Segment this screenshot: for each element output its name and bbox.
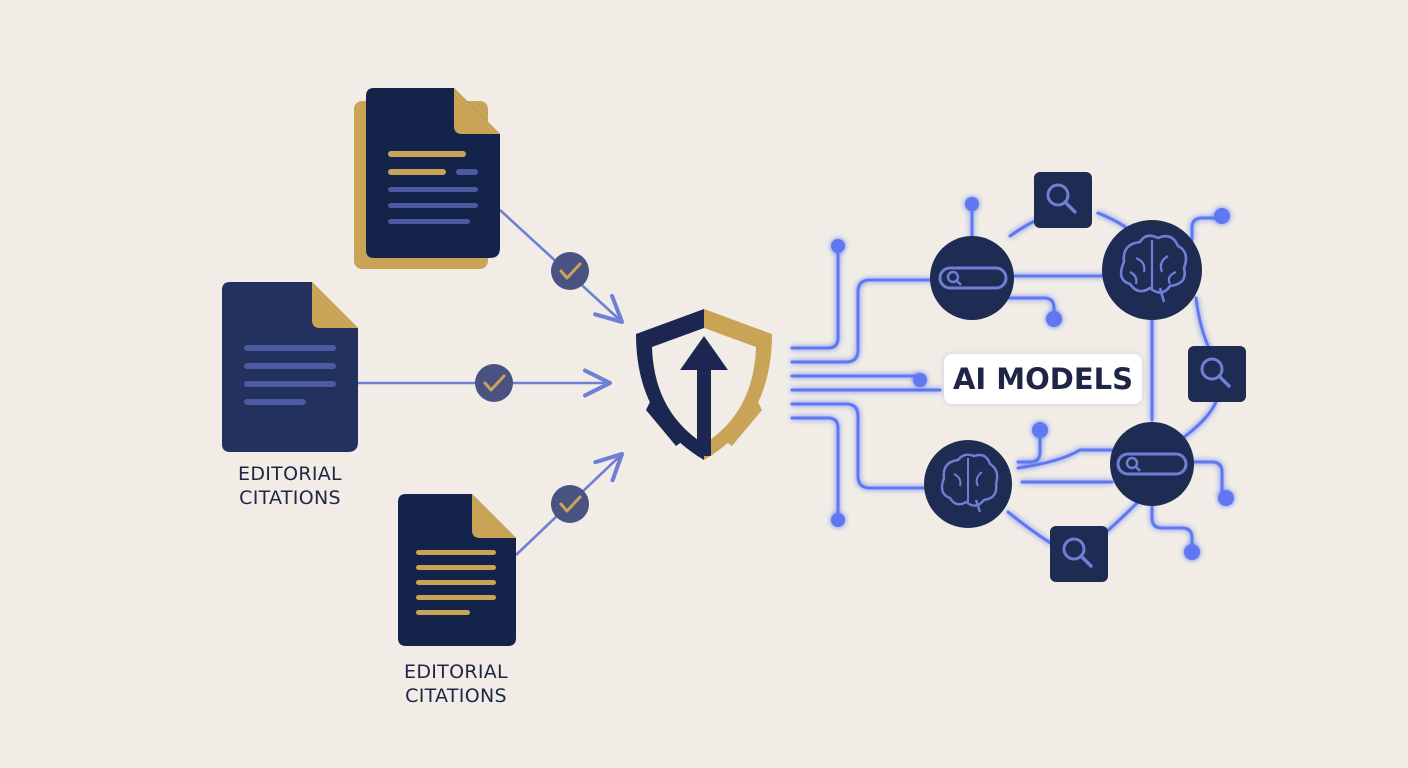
editorial-citations-label-bottom: EDITORIAL CITATIONS <box>378 660 534 708</box>
document-icon <box>398 494 516 646</box>
search-icon <box>1188 346 1246 402</box>
search-bar-icon <box>1110 422 1194 506</box>
search-bar-icon <box>930 236 1014 320</box>
label-line-1: EDITORIAL <box>238 463 342 485</box>
label-line-2: CITATIONS <box>239 487 341 509</box>
document-icon <box>354 88 500 269</box>
search-icon <box>1034 172 1092 228</box>
checkmark-icon <box>475 364 513 402</box>
search-icon <box>1050 526 1108 582</box>
brain-icon <box>1102 220 1202 320</box>
checkmark-icon <box>551 252 589 290</box>
circuit-nodes <box>831 197 1234 560</box>
shield-arrow-icon <box>636 309 772 460</box>
brain-icon <box>924 440 1012 528</box>
document-icon <box>222 282 358 452</box>
label-line-1: EDITORIAL <box>404 661 508 683</box>
ai-models-label: AI MODELS <box>944 354 1142 404</box>
label-line-2: CITATIONS <box>405 685 507 707</box>
checkmark-icon <box>551 485 589 523</box>
editorial-citations-label: EDITORIAL CITATIONS <box>212 462 368 510</box>
